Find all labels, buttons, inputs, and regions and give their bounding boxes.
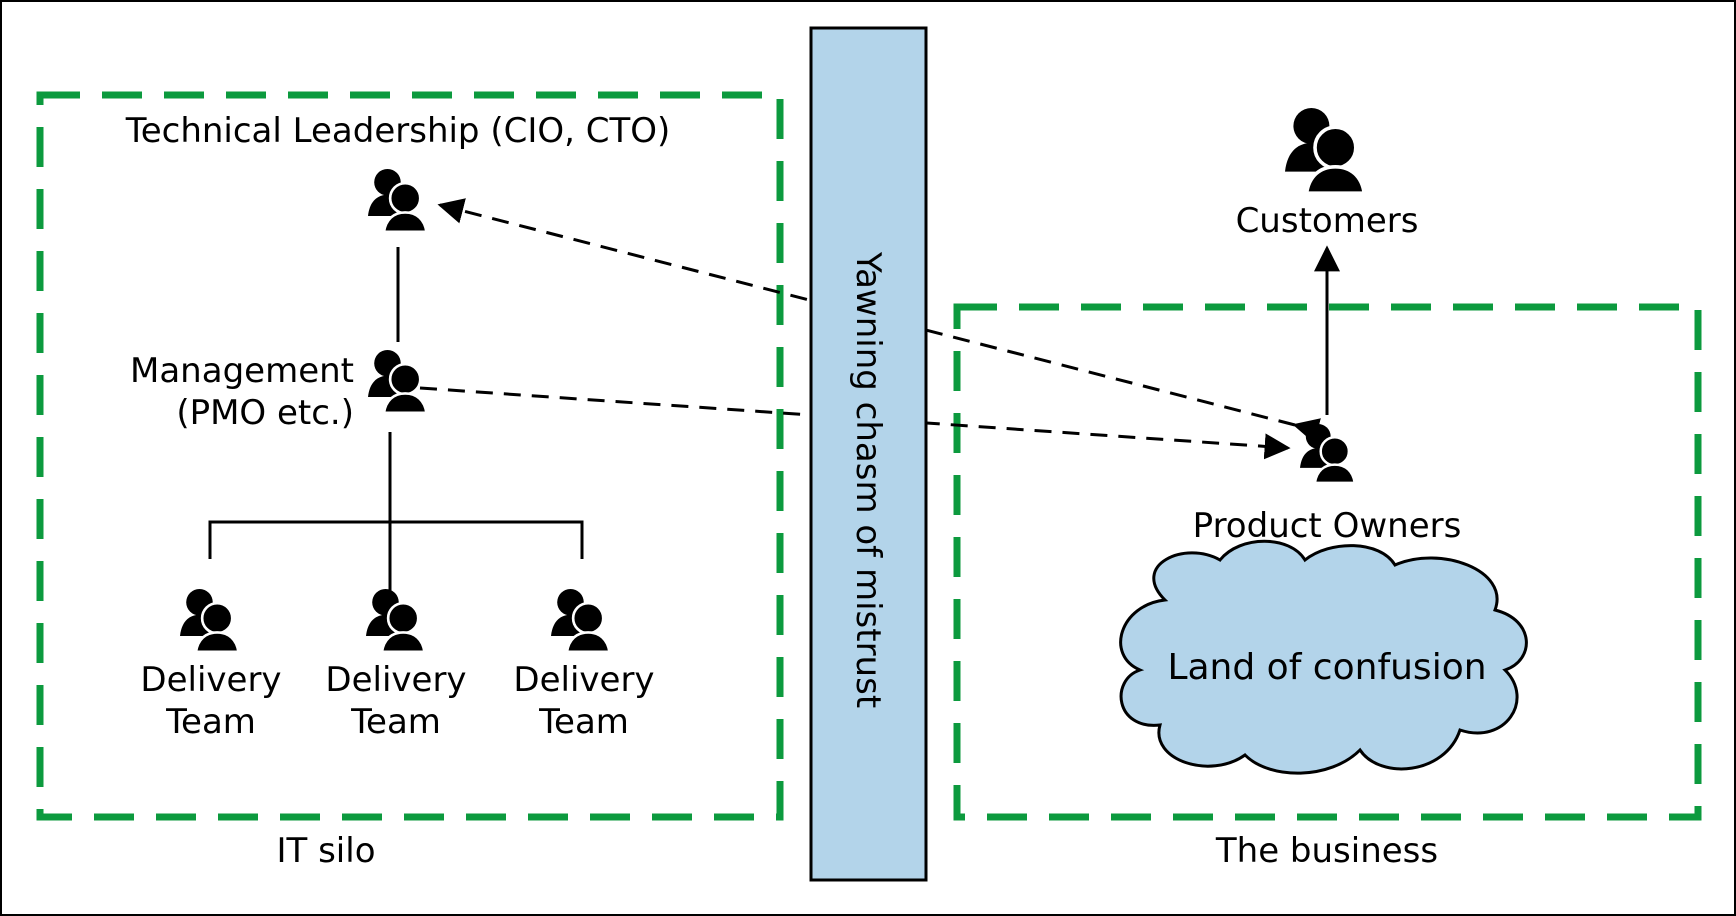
business-boundary <box>953 303 1702 821</box>
management-label-line1: Management <box>130 351 354 391</box>
business-label: The business <box>1215 831 1438 871</box>
chasm-bar <box>809 26 928 882</box>
team1-label-line1: Delivery <box>140 660 281 700</box>
it-silo-boundary <box>36 91 784 821</box>
product-owners-label: Product Owners <box>1193 506 1462 546</box>
team3-label-line2: Team <box>538 702 629 742</box>
it-silo-label: IT silo <box>276 831 375 871</box>
team2-label-line2: Team <box>350 702 441 742</box>
dashed-arrow-po-to-leadership <box>437 198 1321 444</box>
team1-label-line2: Team <box>165 702 256 742</box>
management-label-line2: (PMO etc.) <box>176 393 354 433</box>
leadership-label: Technical Leadership (CIO, CTO) <box>125 111 671 151</box>
confusion-cloud <box>1119 539 1528 775</box>
it-hierarchy-lines <box>208 247 584 594</box>
team2-label-line1: Delivery <box>325 660 466 700</box>
team3-label-line1: Delivery <box>513 660 654 700</box>
chasm-label: Yawning chasm of mistrust <box>848 251 888 708</box>
customers-label: Customers <box>1236 201 1419 241</box>
cloud-label: Land of confusion <box>1167 647 1486 688</box>
